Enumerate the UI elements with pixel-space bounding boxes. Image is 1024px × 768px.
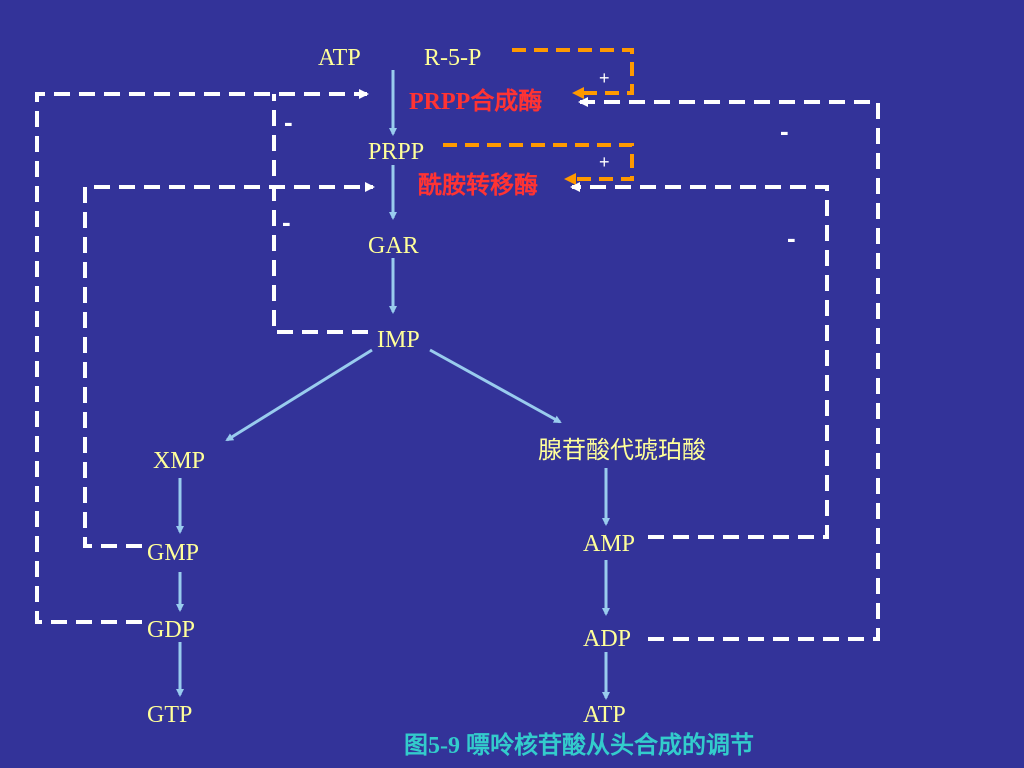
- node-amp: AMP: [583, 531, 636, 557]
- activation-loop-amidotransferase: [443, 143, 634, 181]
- node-adp: ADP: [583, 626, 632, 652]
- feedback-imp-loop: [272, 94, 368, 334]
- arrow-imp-xmp: [225, 348, 373, 442]
- inhibition-sign-2: -: [282, 207, 291, 237]
- node-prpp: PRPP: [368, 139, 425, 165]
- node-gdp: GDP: [147, 617, 196, 643]
- arrow-imp-adenylosuccinate: [429, 348, 562, 424]
- node-gtp: GTP: [147, 702, 193, 728]
- node-r5p: R-5-P: [424, 45, 482, 71]
- activation-sign-2: +: [599, 152, 610, 172]
- activation-arrowhead-1: [572, 87, 584, 99]
- inhibition-sign-4: -: [787, 223, 796, 253]
- inhibition-sign-1: -: [284, 107, 293, 137]
- figure-caption: 图5-9 嘌呤核苷酸从头合成的调节: [404, 733, 754, 759]
- node-atp-bottom: ATP: [583, 702, 626, 728]
- feedback-adp-to-prpp-synthetase: [578, 97, 880, 641]
- activation-sign-1: +: [599, 68, 610, 88]
- node-adenylosuccinate: 腺苷酸代琥珀酸: [538, 438, 706, 464]
- inhibition-sign-3: -: [780, 116, 789, 146]
- node-xmp: XMP: [153, 448, 206, 474]
- feedback-gmp-to-amidotransferase: [83, 182, 375, 548]
- enzyme-amidotransferase: 酰胺转移酶: [418, 173, 538, 199]
- node-atp-top: ATP: [318, 45, 361, 71]
- node-gmp: GMP: [147, 540, 200, 566]
- feedback-gdp-to-prpp-synthetase: [35, 89, 369, 624]
- activation-loop-prpp-synthetase: [512, 48, 634, 95]
- node-gar: GAR: [368, 233, 419, 259]
- enzyme-prpp-synthetase: PRPP合成酶: [409, 89, 543, 115]
- activation-arrowhead-2: [564, 173, 576, 185]
- feedback-amp-to-amidotransferase: [570, 182, 829, 539]
- node-imp: IMP: [377, 327, 420, 353]
